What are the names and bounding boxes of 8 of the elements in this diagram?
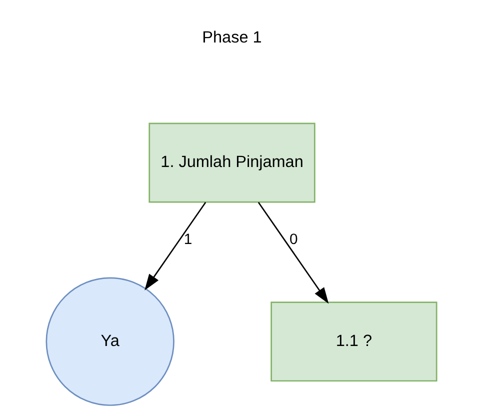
arrow [144,202,206,290]
edge-label: 0 [290,232,298,248]
node-box: 1.1 ? [270,302,438,382]
edge-label: 1 [184,232,192,248]
arrow [258,202,329,304]
node-box: 1. Jumlah Pinjaman [148,122,316,203]
label: Phase 1 [202,28,262,46]
node-circle: Ya [46,277,174,406]
